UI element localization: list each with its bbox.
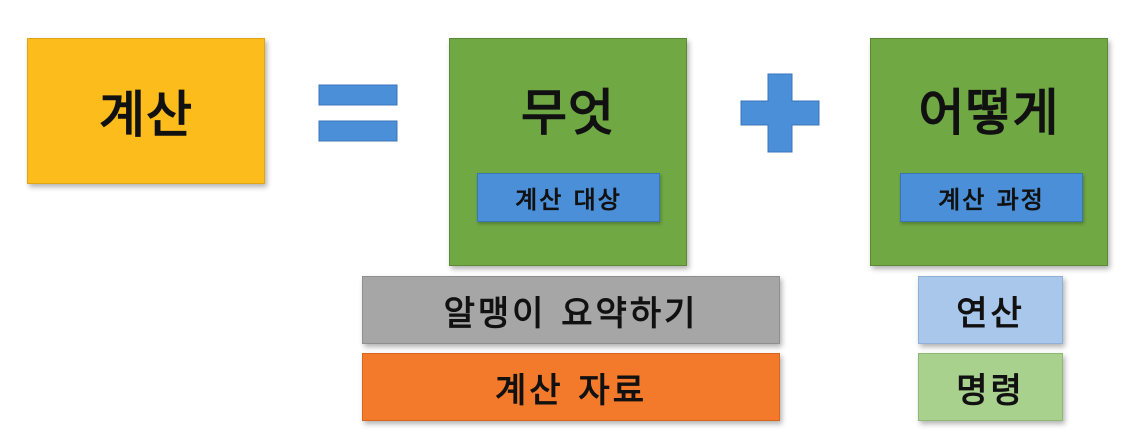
calculation-label: 계산 <box>99 86 193 144</box>
calculation-process-label: 계산 과정 <box>900 173 1083 222</box>
summarize-core-bar: 알맹이 요약하기 <box>362 276 780 344</box>
what-label: 무엇 <box>521 84 615 142</box>
summarize-core-text: 알맹이 요약하기 <box>443 293 699 334</box>
operation-bar: 연산 <box>918 276 1063 344</box>
calculation-target-label: 계산 대상 <box>477 173 660 222</box>
what-box: 무엇 <box>449 38 687 266</box>
how-label: 어떻게 <box>918 84 1060 142</box>
plus-sign-icon <box>740 73 820 153</box>
calculation-data-bar: 계산 자료 <box>362 353 780 421</box>
calculation-data-text: 계산 자료 <box>495 370 647 411</box>
command-bar: 명령 <box>918 353 1063 421</box>
operation-text: 연산 <box>956 293 1025 334</box>
equals-sign-icon <box>318 84 398 142</box>
command-text: 명령 <box>956 370 1025 411</box>
calculation-box: 계산 <box>27 38 265 184</box>
calculation-process-text: 계산 과정 <box>938 186 1045 214</box>
how-box: 어떻게 <box>870 38 1108 266</box>
calculation-target-text: 계산 대상 <box>515 186 622 214</box>
